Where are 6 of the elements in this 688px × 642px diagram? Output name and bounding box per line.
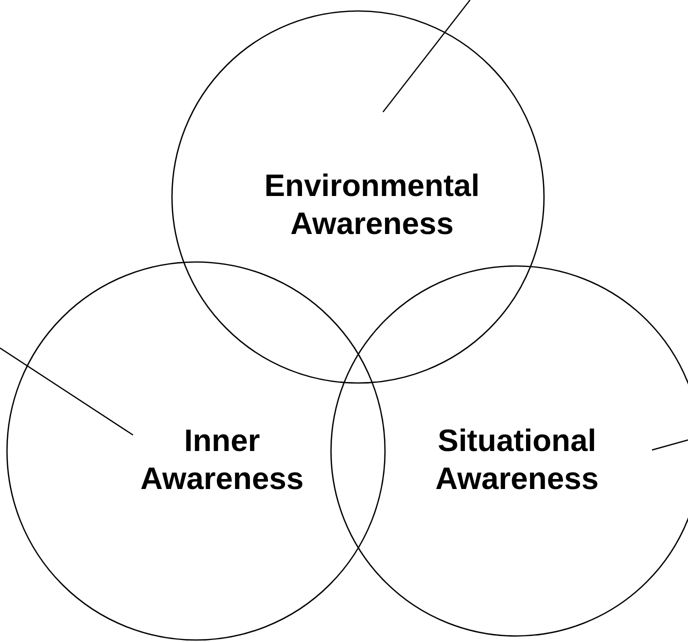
circle-label: Situational Awareness	[434, 422, 600, 498]
circle-label: Inner Awareness	[139, 422, 305, 498]
leader-line	[0, 348, 134, 436]
circle-label: Environmental Awareness	[263, 167, 481, 243]
leader-line	[652, 439, 688, 451]
leader-line	[382, 0, 470, 112]
